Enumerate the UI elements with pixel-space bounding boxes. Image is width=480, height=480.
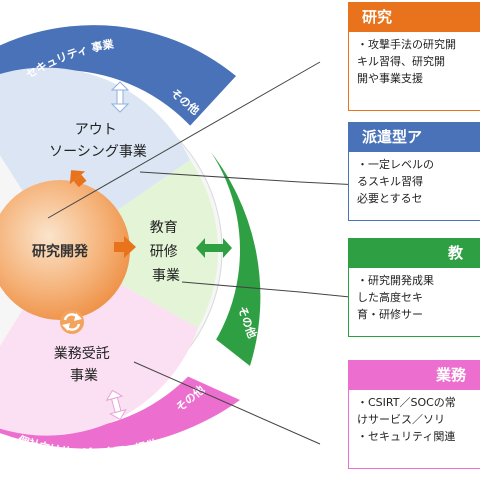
arrow-outsourcing-security-bidirectional [110,81,130,113]
connector-research [47,61,321,219]
box-outsourcing: 派遣型ア ・一定レベルの るスキル習得 必要とするセ [348,122,480,221]
box-outsourcing-line: ・一定レベルの [357,158,434,171]
box-research-line: 開や事業支援 [357,72,423,85]
box-education-line: 育・研修サー [357,308,423,321]
box-research: 研究 ・攻撃手法の研究開 キル習得、研究開 開や事業支援 [348,2,480,111]
box-outsourcing-line: 必要とするセ [357,192,423,205]
arrow-outsourced-consulting-bidirectional [105,389,127,421]
arrow-core-to-outsourcing [69,170,87,188]
box-outsourced-line: ・CSIRT／SOCの常 [357,396,456,409]
box-outsourcing-line: るスキル習得 [357,175,423,188]
box-research-header: 研究 [348,2,480,32]
connector-outsourced [133,361,321,445]
sector-education-label: 教育 研修 事業 [150,220,182,284]
box-outsourcing-body: ・一定レベルの るスキル習得 必要とするセ [348,152,480,221]
core-label: 研究開発 [32,243,89,260]
sector-education [60,160,219,328]
box-research-line: ・攻撃手法の研究開 [357,38,456,51]
box-research-body: ・攻撃手法の研究開 キル習得、研究開 開や事業支援 [348,32,480,111]
sector-outsourced-label: 業務受託 事業 [54,346,114,384]
box-outsourced-line: ・セキュリティ関連 [357,430,456,443]
box-outsourced-body: ・CSIRT／SOCの常 けサービス／ソリ ・セキュリティ関連 [348,390,480,469]
box-outsourced: 業務 ・CSIRT／SOCの常 けサービス／ソリ ・セキュリティ関連 [348,360,480,469]
box-outsourced-line: けサービス／ソリ [357,413,445,426]
sector-outsourcing-label: アウト ソーシング事業 [49,122,147,160]
box-education-line: した高度セキ [357,291,423,304]
box-education-header: 教 [348,238,480,268]
arrow-education-training-bidirectional [196,238,232,258]
cycle-icon [60,310,84,334]
box-education-body: ・研究開発成果 した高度セキ 育・研修サー [348,268,480,337]
core-circle [0,180,130,320]
box-outsourced-header: 業務 [348,360,480,390]
box-research-line: キル習得、研究開 [357,55,445,68]
arrow-core-to-education [114,236,136,258]
ring-top-security [0,25,236,128]
box-outsourcing-header: 派遣型ア [348,122,480,152]
box-education-line: ・研究開発成果 [357,274,434,287]
box-education: 教 ・研究開発成果 した高度セキ 育・研修サー [348,238,480,337]
